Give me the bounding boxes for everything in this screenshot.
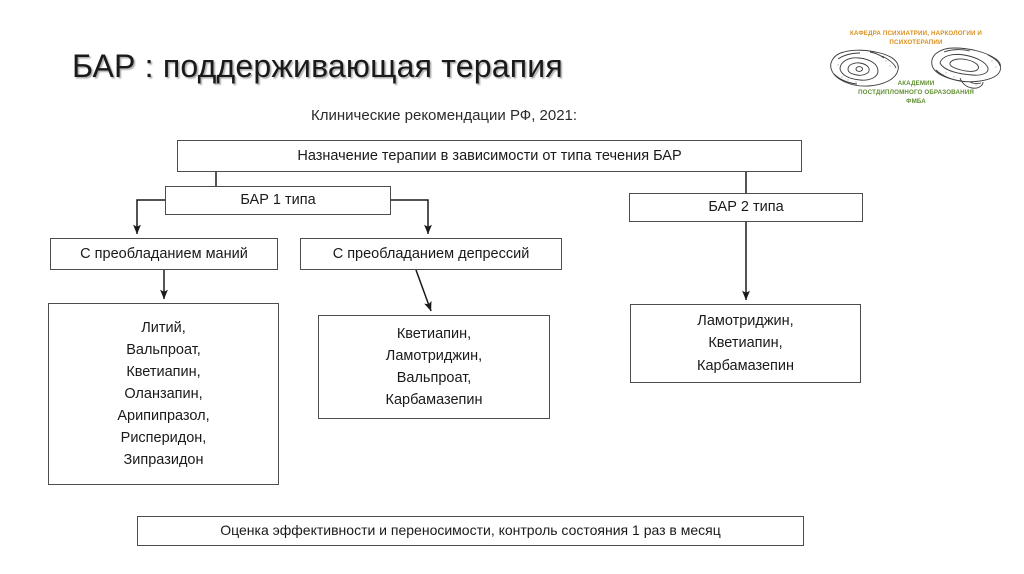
connector-type1-to-mania: [133, 199, 165, 235]
logo-line-3: АКАДЕМИИ: [897, 80, 935, 87]
drug-list-mania: Литий, Вальпроат, Кветиапин, Оланзапин, Арип…: [55, 317, 272, 471]
brain-right-icon: [931, 47, 1002, 89]
drug-line: Рисперидон,: [120, 430, 207, 447]
drug-line: Карбамазепин: [385, 392, 483, 409]
box-depression-label: С преобладанием депрессий: [332, 245, 530, 262]
box-mania-predominant[interactable]: С преобладанием маний: [50, 238, 278, 270]
box-depression-predominant[interactable]: С преобладанием депрессий: [300, 238, 562, 270]
box-drugs-mania[interactable]: Литий, Вальпроат, Кветиапин, Оланзапин, Арип…: [48, 303, 279, 485]
drug-line: Вальпроат,: [126, 341, 201, 358]
drug-line: Ламотриджин,: [385, 347, 483, 364]
drug-line: Ламотриджин,: [697, 313, 794, 330]
drug-list-depression: Кветиапин, Ламотриджин, Вальпроат, Карбамаз…: [325, 323, 543, 411]
drug-line: Кветиапин,: [708, 335, 783, 352]
department-logo: КАФЕДРА ПСИХИАТРИИ, НАРКОЛОГИИ И ПСИХОТЕ…: [818, 30, 1014, 110]
connector-type1-to-depression: [391, 199, 432, 235]
drug-line: Арипипразол,: [117, 408, 210, 425]
logo-line-4: ПОСТДИПЛОМНОГО ОБРАЗОВАНИЯ: [858, 89, 974, 96]
subtitle: Клинические рекомендации РФ, 2021:: [311, 107, 578, 124]
box-type2-label: БАР 2 типа: [708, 199, 784, 216]
logo-line-2: ПСИХОТЕРАПИИ: [889, 39, 943, 46]
drug-line: Вальпроат,: [396, 370, 472, 386]
drug-line: Кветиапин,: [396, 325, 472, 342]
drug-line: Оланзапин,: [124, 385, 203, 402]
box-root-label: Назначение терапии в зависимости от типа…: [297, 147, 682, 164]
box-mania-label: С преобладанием маний: [80, 245, 248, 262]
logo-line-5: ФМБА: [906, 98, 926, 105]
drug-line: Кветиапин,: [126, 363, 201, 380]
box-drugs-depression[interactable]: Кветиапин, Ламотриджин, Вальпроат, Карбамаз…: [318, 315, 550, 419]
drug-line: Карбамазепин: [697, 357, 794, 374]
drug-list-type2: Ламотриджин, Кветиапин, Карбамазепин: [637, 310, 854, 376]
box-drugs-type2[interactable]: Ламотриджин, Кветиапин, Карбамазепин: [630, 304, 861, 383]
drug-line: Литий,: [141, 319, 186, 336]
logo-line-1: КАФЕДРА ПСИХИАТРИИ, НАРКОЛОГИИ И: [849, 30, 983, 37]
brain-left-icon: [830, 49, 899, 87]
box-bar-type-2[interactable]: БАР 2 типа: [629, 193, 863, 222]
box-root-assignment[interactable]: Назначение терапии в зависимости от типа…: [177, 140, 802, 172]
box-type1-label: БАР 1 типа: [240, 192, 316, 209]
page-title: БАР : поддерживающая терапия: [72, 48, 563, 84]
drug-line: Зипразидон: [123, 452, 204, 469]
box-monitoring-label: Оценка эффективности и переносимости, ко…: [220, 522, 721, 539]
connector-depression-to-drugs: [415, 269, 432, 312]
box-bar-type-1[interactable]: БАР 1 типа: [165, 186, 391, 215]
box-monitoring[interactable]: Оценка эффективности и переносимости, ко…: [137, 516, 804, 546]
